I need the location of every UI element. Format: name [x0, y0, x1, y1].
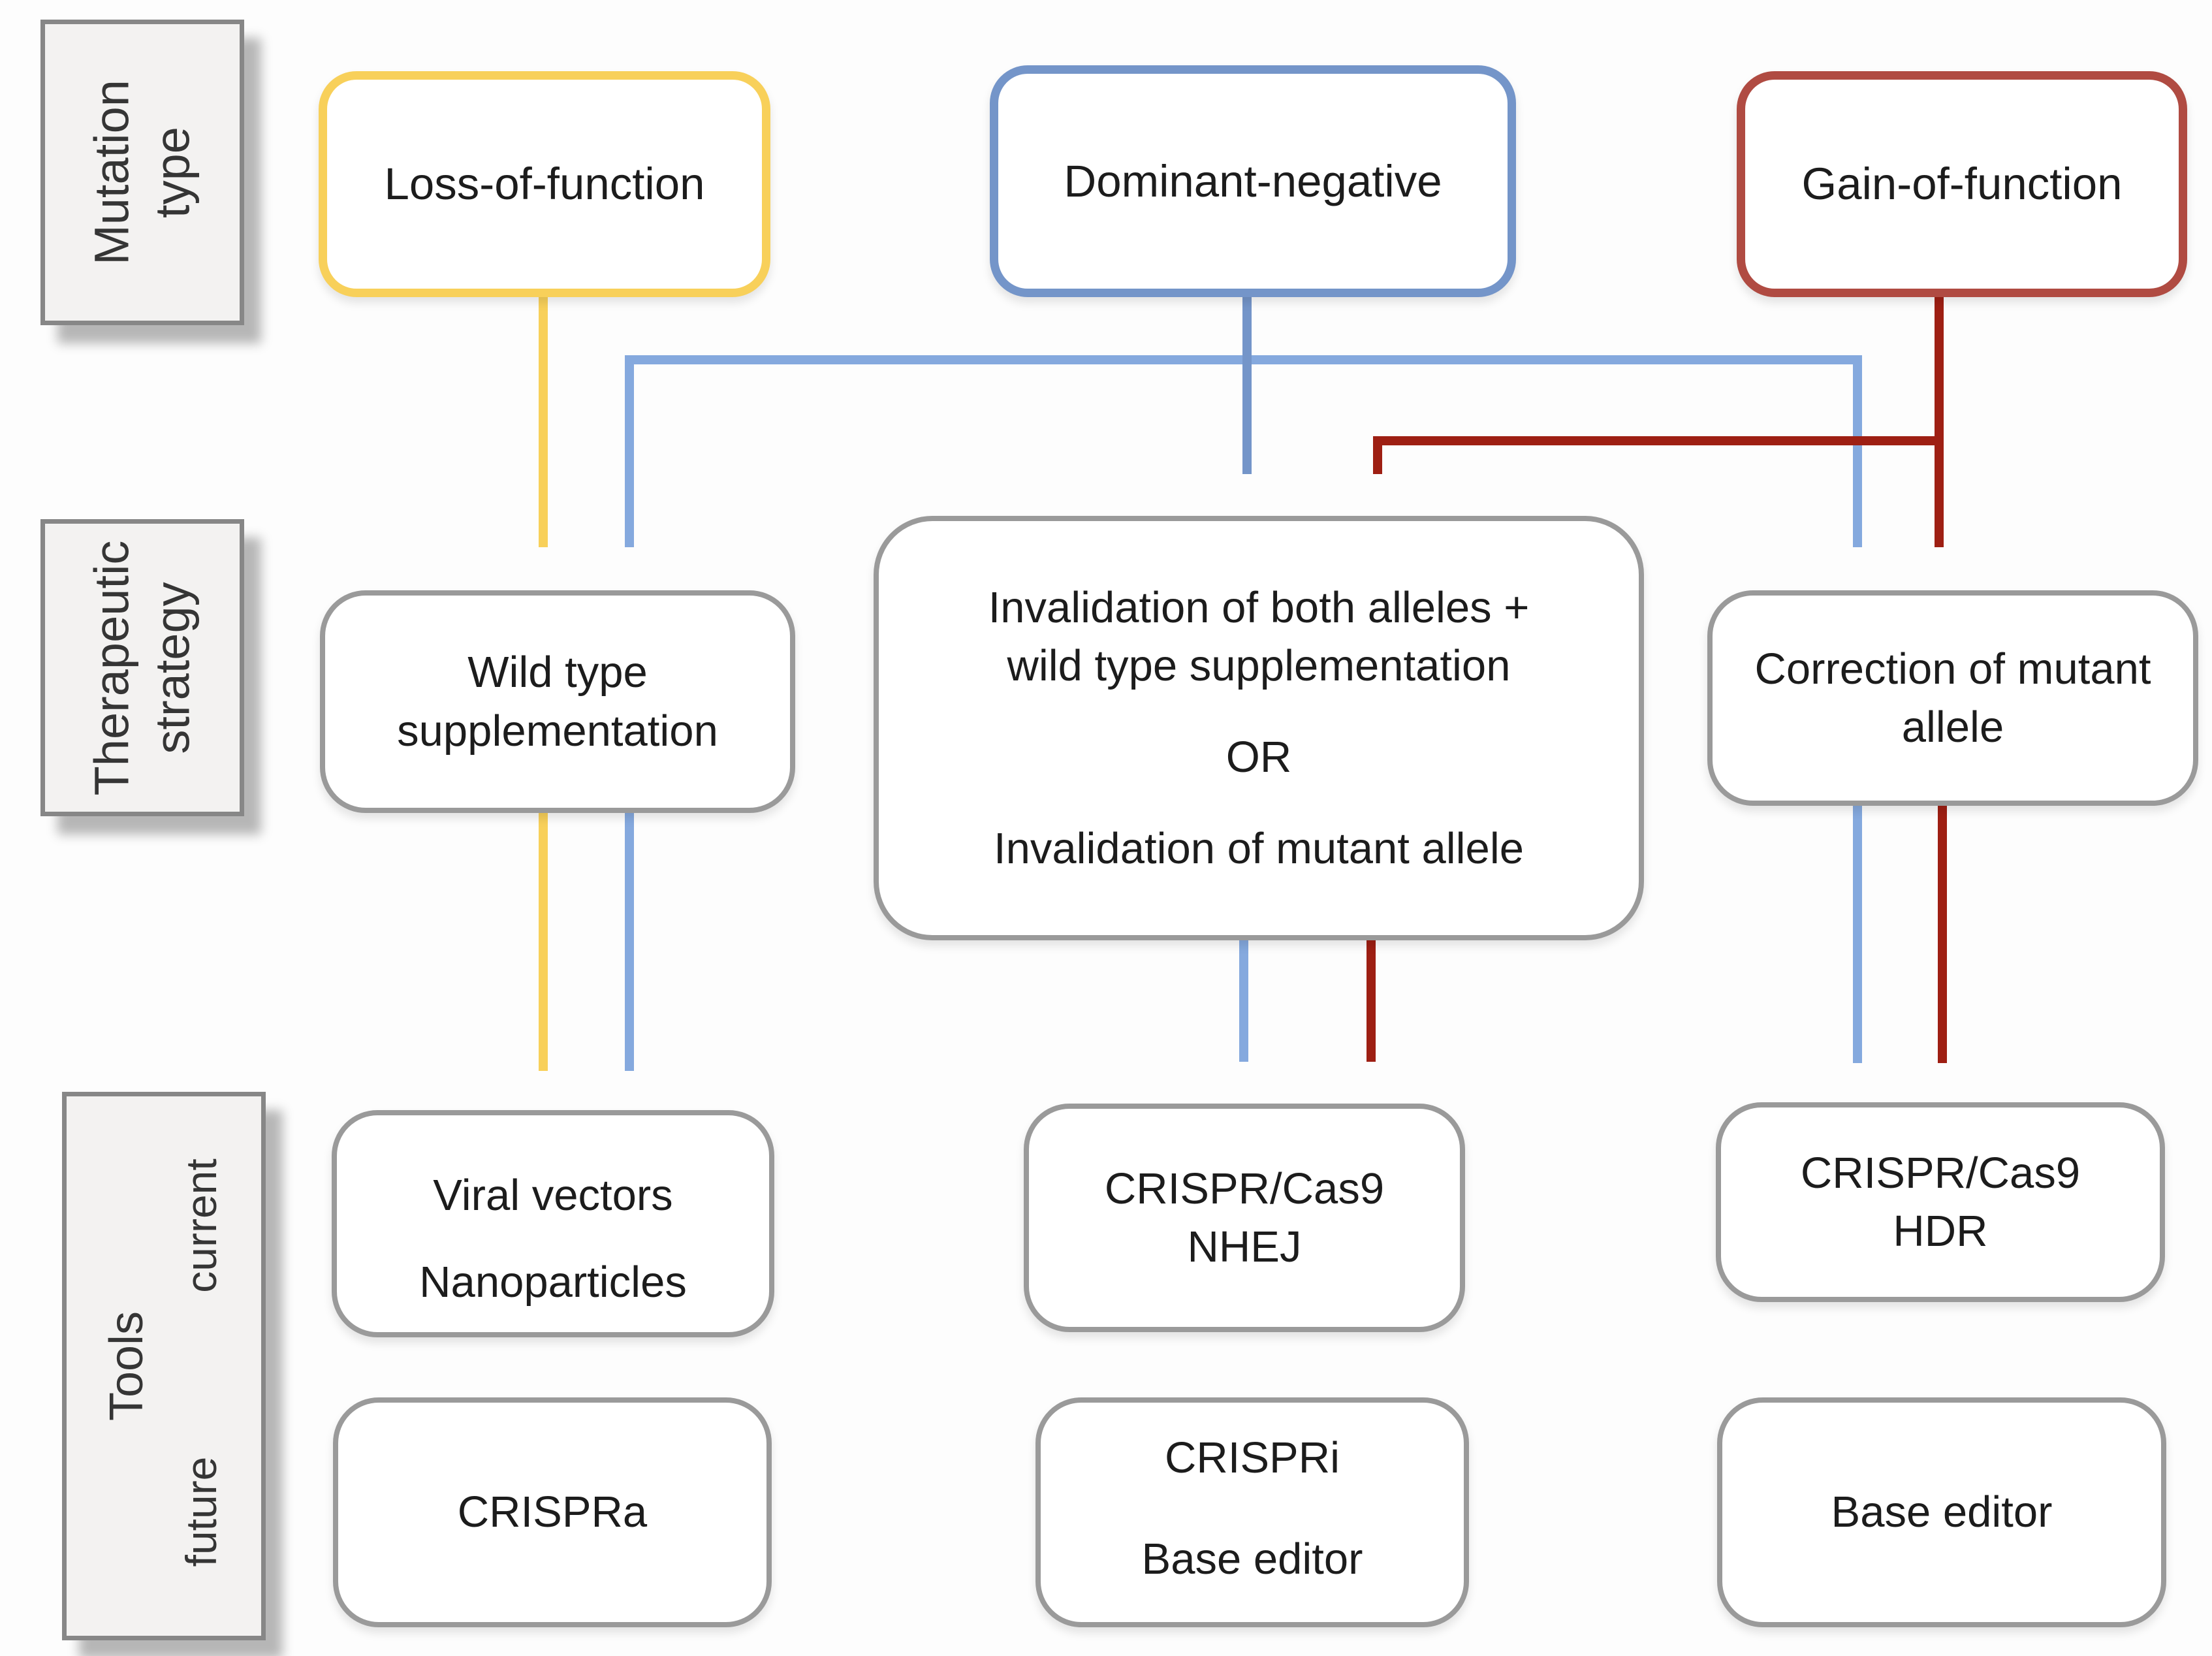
row-label-therapeutic-strategy-text: Therapeutic strategy	[84, 540, 200, 795]
box-invalidation-or: OR	[1225, 733, 1292, 782]
box-nanoparticles-label: Nanoparticles	[419, 1257, 687, 1307]
box-gain-of-function-label: Gain-of-function	[1801, 159, 2123, 210]
row-label-mutation-type: Mutation type	[40, 20, 244, 325]
row-label-tools: Tools current future	[62, 1092, 266, 1640]
box-invalidation-option2: Invalidation of mutant allele	[994, 823, 1524, 873]
box-invalidation-option1: Invalidation of both alleles + wild type…	[988, 583, 1530, 691]
row-label-tools-future: future	[176, 1456, 225, 1567]
box-loss-of-function: Loss-of-function	[319, 71, 770, 297]
box-invalidation: Invalidation of both alleles + wild type…	[874, 516, 1644, 940]
box-crispra: CRISPRa	[333, 1397, 772, 1627]
box-crispr-cas9-hdr: CRISPR/Cas9 HDR	[1716, 1102, 2165, 1302]
box-gain-of-function: Gain-of-function	[1737, 71, 2187, 297]
box-crispr-cas9-nhej-label: CRISPR/Cas9 NHEJ	[1104, 1164, 1385, 1271]
box-viral-vectors-label: Viral vectors	[433, 1171, 673, 1220]
box-base-editor: Base editor	[1717, 1397, 2166, 1627]
box-crispri-base-editor: CRISPRi Base editor	[1035, 1397, 1469, 1627]
box-base-editor-label: Base editor	[1831, 1488, 2053, 1537]
row-label-tools-title: Tools	[101, 1311, 153, 1422]
box-correction-of-mutant-allele-label: Correction of mutant allele	[1754, 644, 2151, 752]
box-crispr-cas9-nhej: CRISPR/Cas9 NHEJ	[1024, 1104, 1465, 1332]
box-correction-of-mutant-allele: Correction of mutant allele	[1707, 590, 2198, 806]
box-crispr-cas9-hdr-label: CRISPR/Cas9 HDR	[1800, 1148, 2081, 1256]
box-viral-vectors-nanoparticles: Viral vectors Nanoparticles	[332, 1110, 774, 1337]
box-crispri-base-editor-label: Base editor	[1141, 1534, 1363, 1584]
box-dominant-negative: Dominant-negative	[990, 65, 1516, 297]
box-dominant-negative-label: Dominant-negative	[1064, 155, 1442, 206]
box-crispra-label: CRISPRa	[457, 1488, 648, 1537]
box-wild-type-supplementation-label: Wild type supplementation	[397, 648, 718, 756]
box-loss-of-function-label: Loss-of-function	[384, 159, 705, 210]
box-crispri-label: CRISPRi	[1164, 1433, 1340, 1482]
row-label-therapeutic-strategy: Therapeutic strategy	[40, 519, 244, 816]
row-label-tools-current: current	[176, 1158, 225, 1293]
row-label-mutation-type-text: Mutation type	[84, 80, 200, 265]
arrow-gof-branch-to-invalidation-line	[1373, 436, 1939, 474]
box-wild-type-supplementation: Wild type supplementation	[320, 590, 795, 813]
